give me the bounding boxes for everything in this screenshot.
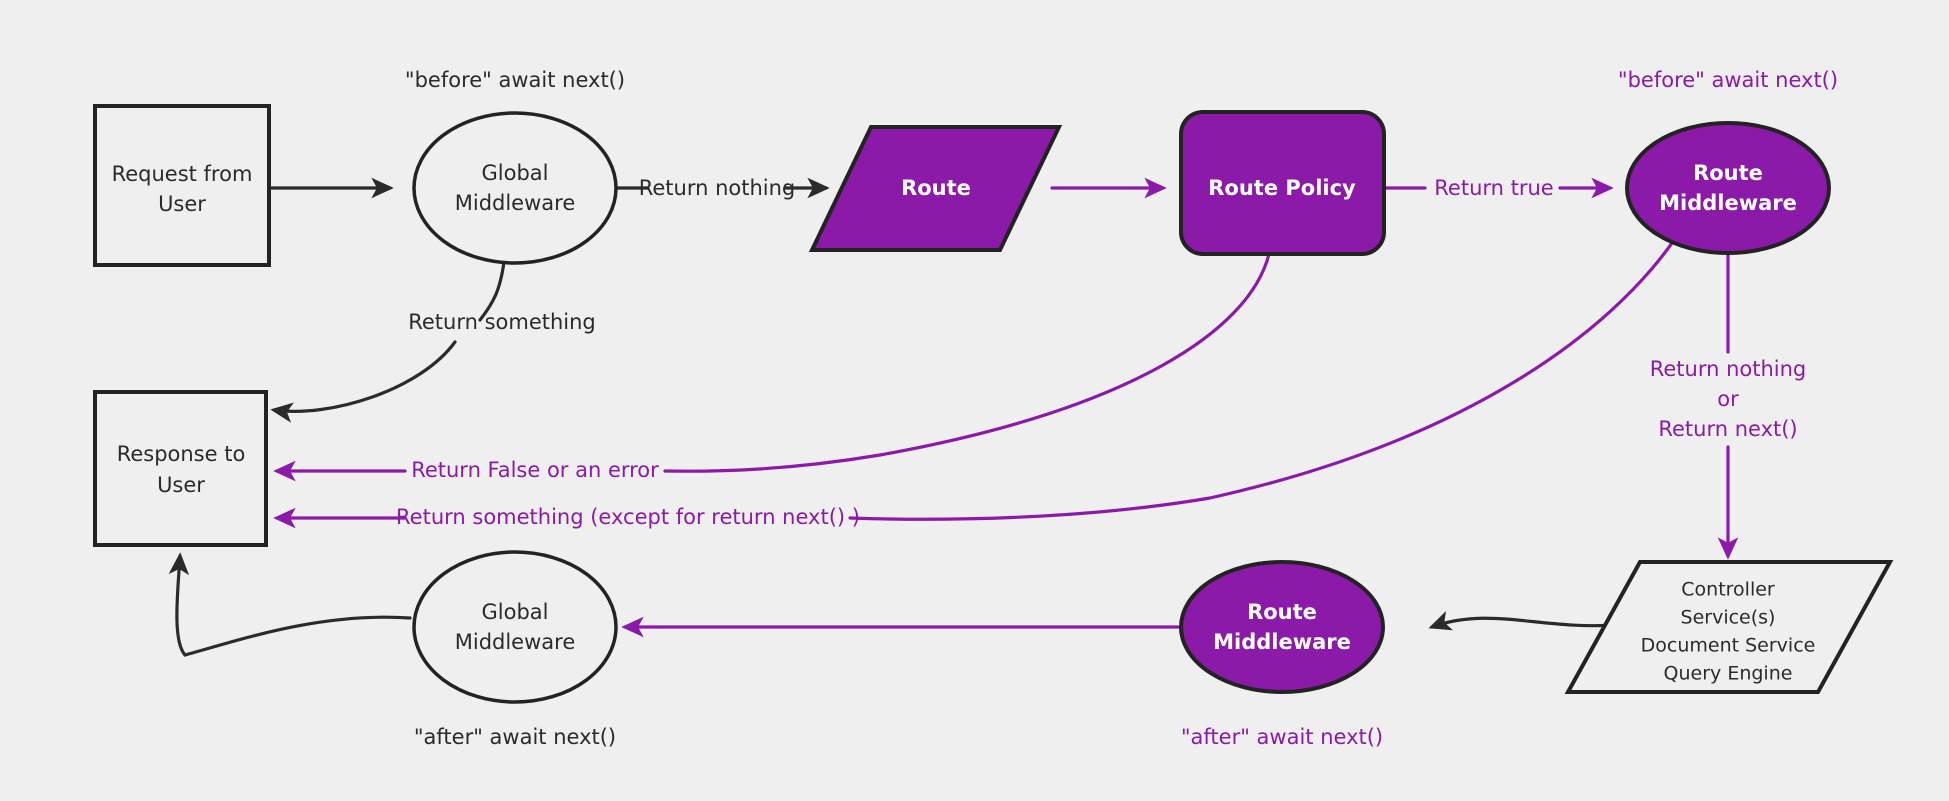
response-to-user-label-line1: Response to: [117, 442, 246, 466]
node-response-to-user[interactable]: Response to User: [93, 390, 268, 547]
request-from-user-label-line1: Request from: [112, 162, 253, 186]
edge-label-return-nothing-or-next-line3: Return next(): [1658, 417, 1797, 441]
controller-label-line2: Service(s): [1681, 607, 1776, 629]
controller-label-line3: Document Service: [1641, 635, 1816, 657]
route-middleware-bottom-shape: [1179, 560, 1385, 694]
edge-global-middleware-bottom-to-response: [168, 552, 190, 657]
edge-label-return-nothing-or-next-line2: or: [1717, 387, 1739, 411]
annotation-before-await-next-top-left: "before" await next(): [405, 68, 625, 92]
edge-label-return-nothing-or-next-line1: Return nothing: [1650, 357, 1807, 381]
edge-label-return-something: Return something: [408, 310, 596, 334]
route-middleware-bottom-label-line2: Middleware: [1213, 630, 1351, 654]
edge-global-middleware-return-something-upper: [478, 260, 506, 322]
global-middleware-top-label-line2: Middleware: [455, 191, 576, 215]
edge-label-return-something-except-next: Return something (except for return next…: [396, 505, 860, 529]
route-middleware-bottom-label-line1: Route: [1247, 600, 1317, 624]
route-middleware-top-label-line2: Middleware: [1659, 191, 1797, 215]
edge-global-middleware-return-something-to-response: [270, 340, 457, 423]
node-route[interactable]: Route: [808, 125, 1063, 252]
route-middleware-top-label-line1: Route: [1693, 161, 1763, 185]
controller-label-line1: Controller: [1681, 579, 1775, 601]
controller-shape: [1564, 560, 1894, 694]
global-middleware-bottom-label-line1: Global: [482, 600, 549, 624]
annotation-after-await-next-bottom-right: "after" await next(): [1181, 725, 1383, 749]
route-shape: [808, 125, 1063, 252]
node-global-middleware-bottom[interactable]: Global Middleware: [412, 550, 618, 704]
global-middleware-bottom-label-line2: Middleware: [455, 630, 576, 654]
node-controller[interactable]: Controller Service(s) Document Service Q…: [1564, 560, 1894, 694]
edge-route-policy-return-false-curve: [663, 252, 1271, 473]
node-route-middleware-bottom[interactable]: Route Middleware: [1179, 560, 1385, 694]
global-middleware-bottom-shape: [412, 550, 618, 704]
edge-label-return-nothing: Return nothing: [639, 176, 796, 200]
annotation-after-await-next-bottom-left: "after" await next(): [414, 725, 616, 749]
controller-label-line4: Query Engine: [1664, 663, 1793, 685]
node-route-middleware-top[interactable]: Route Middleware: [1625, 121, 1831, 255]
edge-controller-to-route-middleware-bottom: [1428, 611, 1618, 631]
edge-label-return-false-or-error: Return False or an error: [411, 458, 659, 482]
response-to-user-label-line2: User: [157, 473, 205, 497]
node-route-policy[interactable]: Route Policy: [1179, 110, 1386, 256]
edge-route-middleware-return-something-curve: [848, 241, 1674, 521]
route-policy-label: Route Policy: [1208, 176, 1356, 200]
node-request-from-user[interactable]: Request from User: [93, 104, 271, 267]
response-to-user-shape: [93, 390, 268, 547]
route-policy-shape: [1179, 110, 1386, 256]
request-from-user-label-line2: User: [158, 192, 206, 216]
global-middleware-top-shape: [412, 111, 618, 265]
edge-global-middleware-bottom-curve-upper: [183, 615, 412, 657]
route-label: Route: [901, 176, 971, 200]
route-middleware-top-shape: [1625, 121, 1831, 255]
annotation-before-await-next-top-right: "before" await next(): [1618, 68, 1838, 92]
global-middleware-top-label-line1: Global: [482, 161, 549, 185]
node-global-middleware-top[interactable]: Global Middleware: [412, 111, 618, 265]
edge-label-return-true: Return true: [1434, 176, 1553, 200]
request-from-user-shape: [93, 104, 271, 267]
